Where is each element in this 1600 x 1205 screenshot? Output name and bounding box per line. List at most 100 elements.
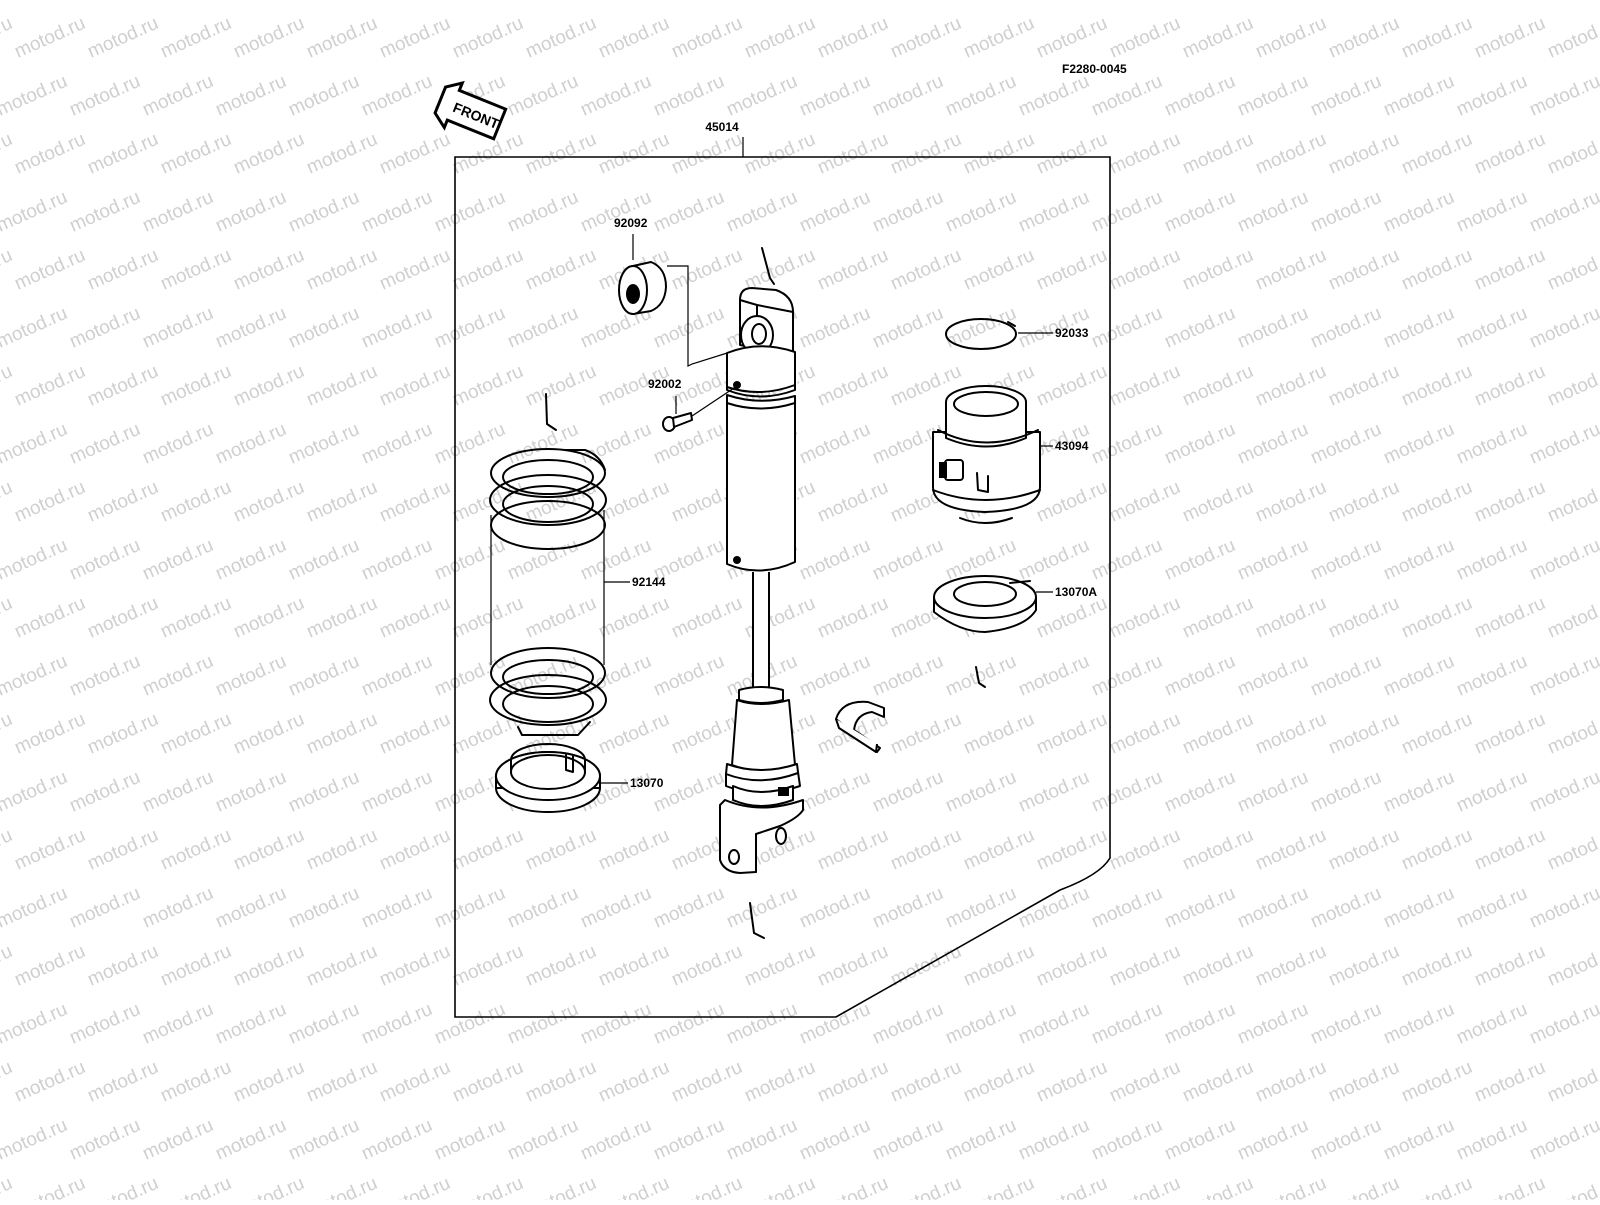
watermark-text: motod.ru: [230, 13, 307, 63]
watermark-text: motod.ru: [869, 767, 946, 817]
label-assembly: 45014: [705, 120, 739, 134]
watermark-text: motod.ru: [139, 303, 216, 353]
watermark-text: motod.ru: [1033, 941, 1110, 991]
watermark-text: motod.ru: [0, 709, 16, 759]
watermark-text: motod.ru: [303, 825, 380, 875]
watermark-text: motod.ru: [1088, 651, 1165, 701]
watermark-text: motod.ru: [1526, 71, 1600, 121]
watermark-text: motod.ru: [796, 883, 873, 933]
watermark-text: motod.ru: [66, 883, 143, 933]
watermark-text: motod.ru: [1161, 651, 1238, 701]
watermark-text: motod.ru: [1526, 303, 1600, 353]
watermark-text: motod.ru: [595, 477, 672, 527]
watermark-text: motod.ru: [887, 129, 964, 179]
watermark-text: motod.ru: [212, 651, 289, 701]
watermark-text: motod.ru: [1544, 1057, 1600, 1107]
watermark-text: motod.ru: [1033, 13, 1110, 63]
watermark-text: motod.ru: [1526, 535, 1600, 585]
watermark-text: motod.ru: [1161, 303, 1238, 353]
watermark-text: motod.ru: [212, 1115, 289, 1165]
watermark-text: motod.ru: [376, 13, 453, 63]
watermark-text: motod.ru: [1252, 825, 1329, 875]
watermark-text: motod.ru: [11, 129, 88, 179]
watermark-text: motod.ru: [11, 361, 88, 411]
watermark-text: motod.ru: [1234, 0, 1311, 5]
watermark-text: motod.ru: [285, 303, 362, 353]
watermark-text: motod.ru: [1088, 187, 1165, 237]
watermark-text: motod.ru: [303, 709, 380, 759]
watermark-text: motod.ru: [1398, 13, 1475, 63]
watermark-text: motod.ru: [960, 825, 1037, 875]
watermark-text: motod.ru: [139, 1115, 216, 1165]
watermark-text: motod.ru: [1015, 71, 1092, 121]
watermark-text: motod.ru: [1033, 129, 1110, 179]
label-adjuster: 43094: [1055, 439, 1089, 453]
watermark-text: motod.ru: [577, 999, 654, 1049]
watermark-text: motod.ru: [0, 129, 16, 179]
watermark-text: motod.ru: [139, 71, 216, 121]
watermark-text: motod.ru: [796, 0, 873, 5]
watermark-text: motod.ru: [960, 1057, 1037, 1107]
watermark-text: motod.ru: [212, 767, 289, 817]
watermark-text: motod.ru: [1252, 245, 1329, 295]
watermark-text: motod.ru: [1526, 767, 1600, 817]
watermark-text: motod.ru: [650, 767, 727, 817]
watermark-text: motod.ru: [0, 941, 16, 991]
watermark-text: motod.ru: [376, 825, 453, 875]
watermark-text: motod.ru: [1179, 477, 1256, 527]
watermark-text: motod.ru: [11, 1057, 88, 1107]
guide-mark-bottom: [749, 902, 765, 939]
watermark-text: motod.ru: [869, 71, 946, 121]
label-bushing: 92092: [614, 216, 648, 230]
watermark-text: motod.ru: [577, 1115, 654, 1165]
watermark-text: motod.ru: [285, 651, 362, 701]
watermark-text: motod.ru: [11, 13, 88, 63]
watermark-text: motod.ru: [668, 13, 745, 63]
watermark-text: motod.ru: [1033, 245, 1110, 295]
watermark-text: motod.ru: [66, 419, 143, 469]
watermark-text: motod.ru: [1252, 361, 1329, 411]
watermark-text: motod.ru: [1179, 709, 1256, 759]
watermark-text: motod.ru: [0, 71, 71, 121]
watermark-text: motod.ru: [1453, 767, 1530, 817]
watermark-text: motod.ru: [650, 187, 727, 237]
watermark-text: motod.ru: [1179, 129, 1256, 179]
watermark-text: motod.ru: [942, 767, 1019, 817]
watermark-text: motod.ru: [376, 709, 453, 759]
watermark-text: motod.ru: [814, 593, 891, 643]
watermark-text: motod.ru: [1471, 13, 1548, 63]
watermark-text: motod.ru: [1526, 883, 1600, 933]
watermark-text: motod.ru: [212, 303, 289, 353]
watermark-text: motod.ru: [814, 1057, 891, 1107]
watermark-text: motod.ru: [1398, 941, 1475, 991]
watermark-text: motod.ru: [1015, 187, 1092, 237]
label-spring-seat-upper: 13070A: [1055, 585, 1097, 599]
watermark-text: motod.ru: [1453, 71, 1530, 121]
spring-seat-upper-part: [933, 575, 1037, 633]
watermark-text: motod.ru: [84, 1057, 161, 1107]
watermark-text: motod.ru: [358, 419, 435, 469]
watermark-text: motod.ru: [741, 1057, 818, 1107]
watermark-text: motod.ru: [84, 709, 161, 759]
watermark-text: motod.ru: [1325, 13, 1402, 63]
watermark-text: motod.ru: [522, 941, 599, 991]
watermark-text: motod.ru: [1088, 303, 1165, 353]
watermark-text: motod.ru: [449, 13, 526, 63]
watermark-text: motod.ru: [0, 535, 71, 585]
watermark-text: motod.ru: [1234, 419, 1311, 469]
watermark-text: motod.ru: [1106, 825, 1183, 875]
watermark-text: motod.ru: [1325, 477, 1402, 527]
watermark-text: motod.ru: [668, 1173, 745, 1200]
watermark-text: motod.ru: [1252, 13, 1329, 63]
watermark-text: motod.ru: [1544, 1173, 1600, 1200]
watermark-text: motod.ru: [449, 361, 526, 411]
retaining-clip-edge: [835, 718, 878, 753]
watermark-text: motod.ru: [1234, 71, 1311, 121]
watermark-text: motod.ru: [1161, 883, 1238, 933]
watermark-text: motod.ru: [358, 187, 435, 237]
watermark-text: motod.ru: [887, 245, 964, 295]
watermark-text: motod.ru: [504, 883, 581, 933]
watermark-text: motod.ru: [449, 245, 526, 295]
watermark-text: motod.ru: [1544, 709, 1600, 759]
watermark-text: motod.ru: [1398, 361, 1475, 411]
